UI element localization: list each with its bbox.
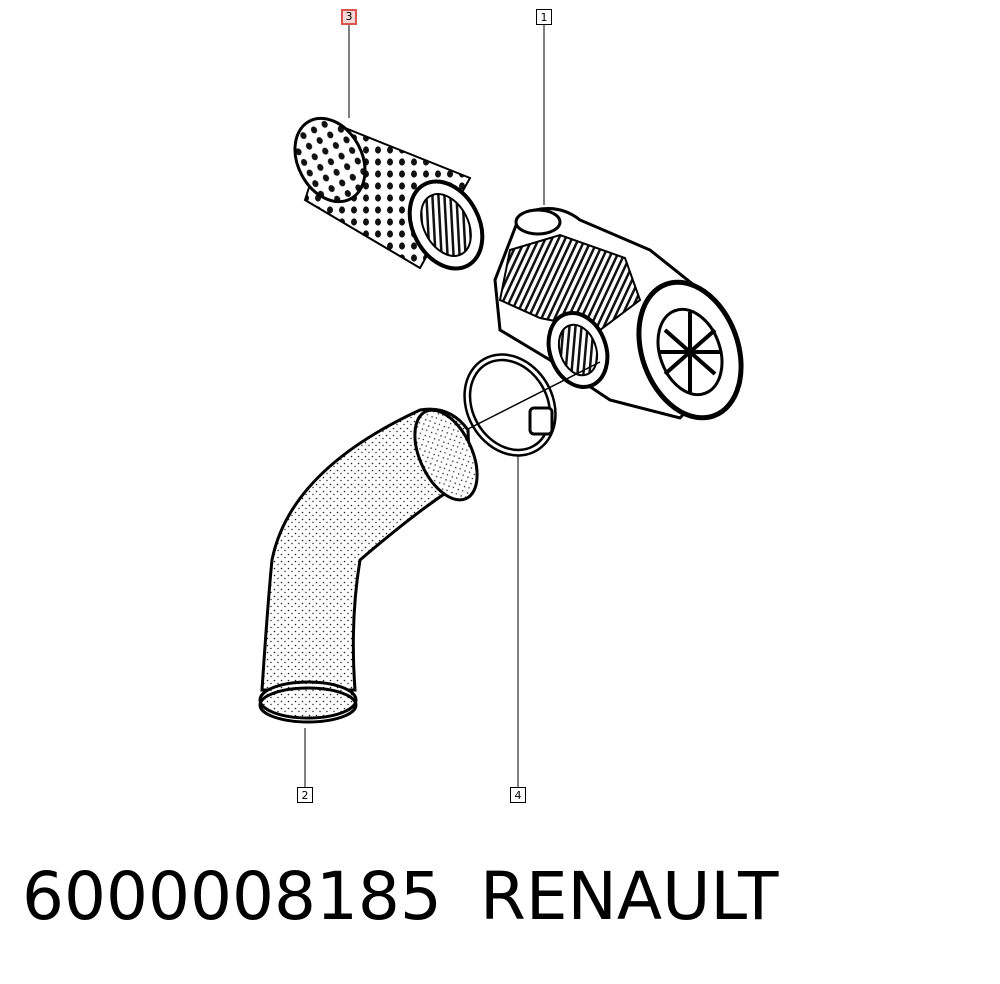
leader-lines bbox=[304, 25, 545, 788]
brand-name: RENAULT bbox=[480, 858, 779, 935]
callout-3[interactable]: 3 bbox=[341, 9, 357, 25]
callout-1[interactable]: 1 bbox=[536, 9, 552, 25]
filter-cartridge bbox=[293, 116, 485, 271]
air-filter-housing bbox=[493, 207, 744, 421]
intake-hose bbox=[258, 407, 479, 724]
callout-2[interactable]: 2 bbox=[297, 787, 313, 803]
assembly-axis-line bbox=[461, 361, 601, 433]
part-number: 6000008185 bbox=[22, 858, 442, 935]
callout-4[interactable]: 4 bbox=[510, 787, 526, 803]
